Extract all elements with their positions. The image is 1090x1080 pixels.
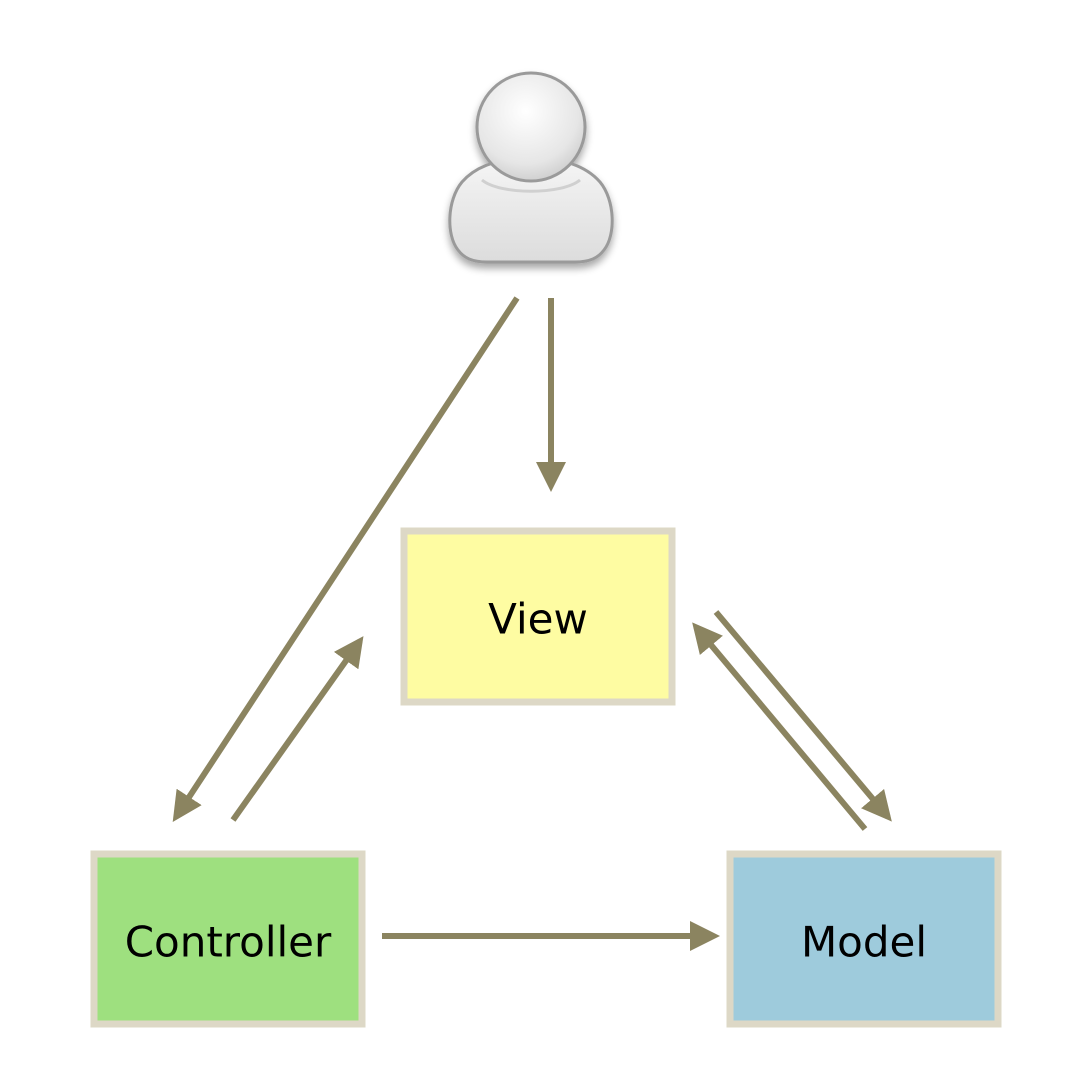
model-label: Model bbox=[801, 918, 927, 967]
view-label: View bbox=[488, 595, 588, 644]
controller-box bbox=[90, 850, 366, 1028]
user-icon-head bbox=[475, 71, 587, 183]
arrow-user-to-controller bbox=[172, 296, 520, 823]
arrow-view-to-model bbox=[713, 610, 892, 822]
user-icon bbox=[448, 71, 614, 264]
view-node: View bbox=[400, 527, 676, 706]
arrow-controller-to-view bbox=[230, 636, 364, 822]
controller-node: Controller bbox=[90, 850, 366, 1028]
arrows bbox=[172, 296, 892, 951]
arrow-model-to-view bbox=[692, 622, 868, 831]
view-box bbox=[400, 527, 676, 706]
model-box bbox=[726, 850, 1002, 1028]
controller-label: Controller bbox=[125, 918, 332, 967]
user-icon-collar bbox=[481, 178, 581, 193]
model-node: Model bbox=[726, 850, 1002, 1028]
